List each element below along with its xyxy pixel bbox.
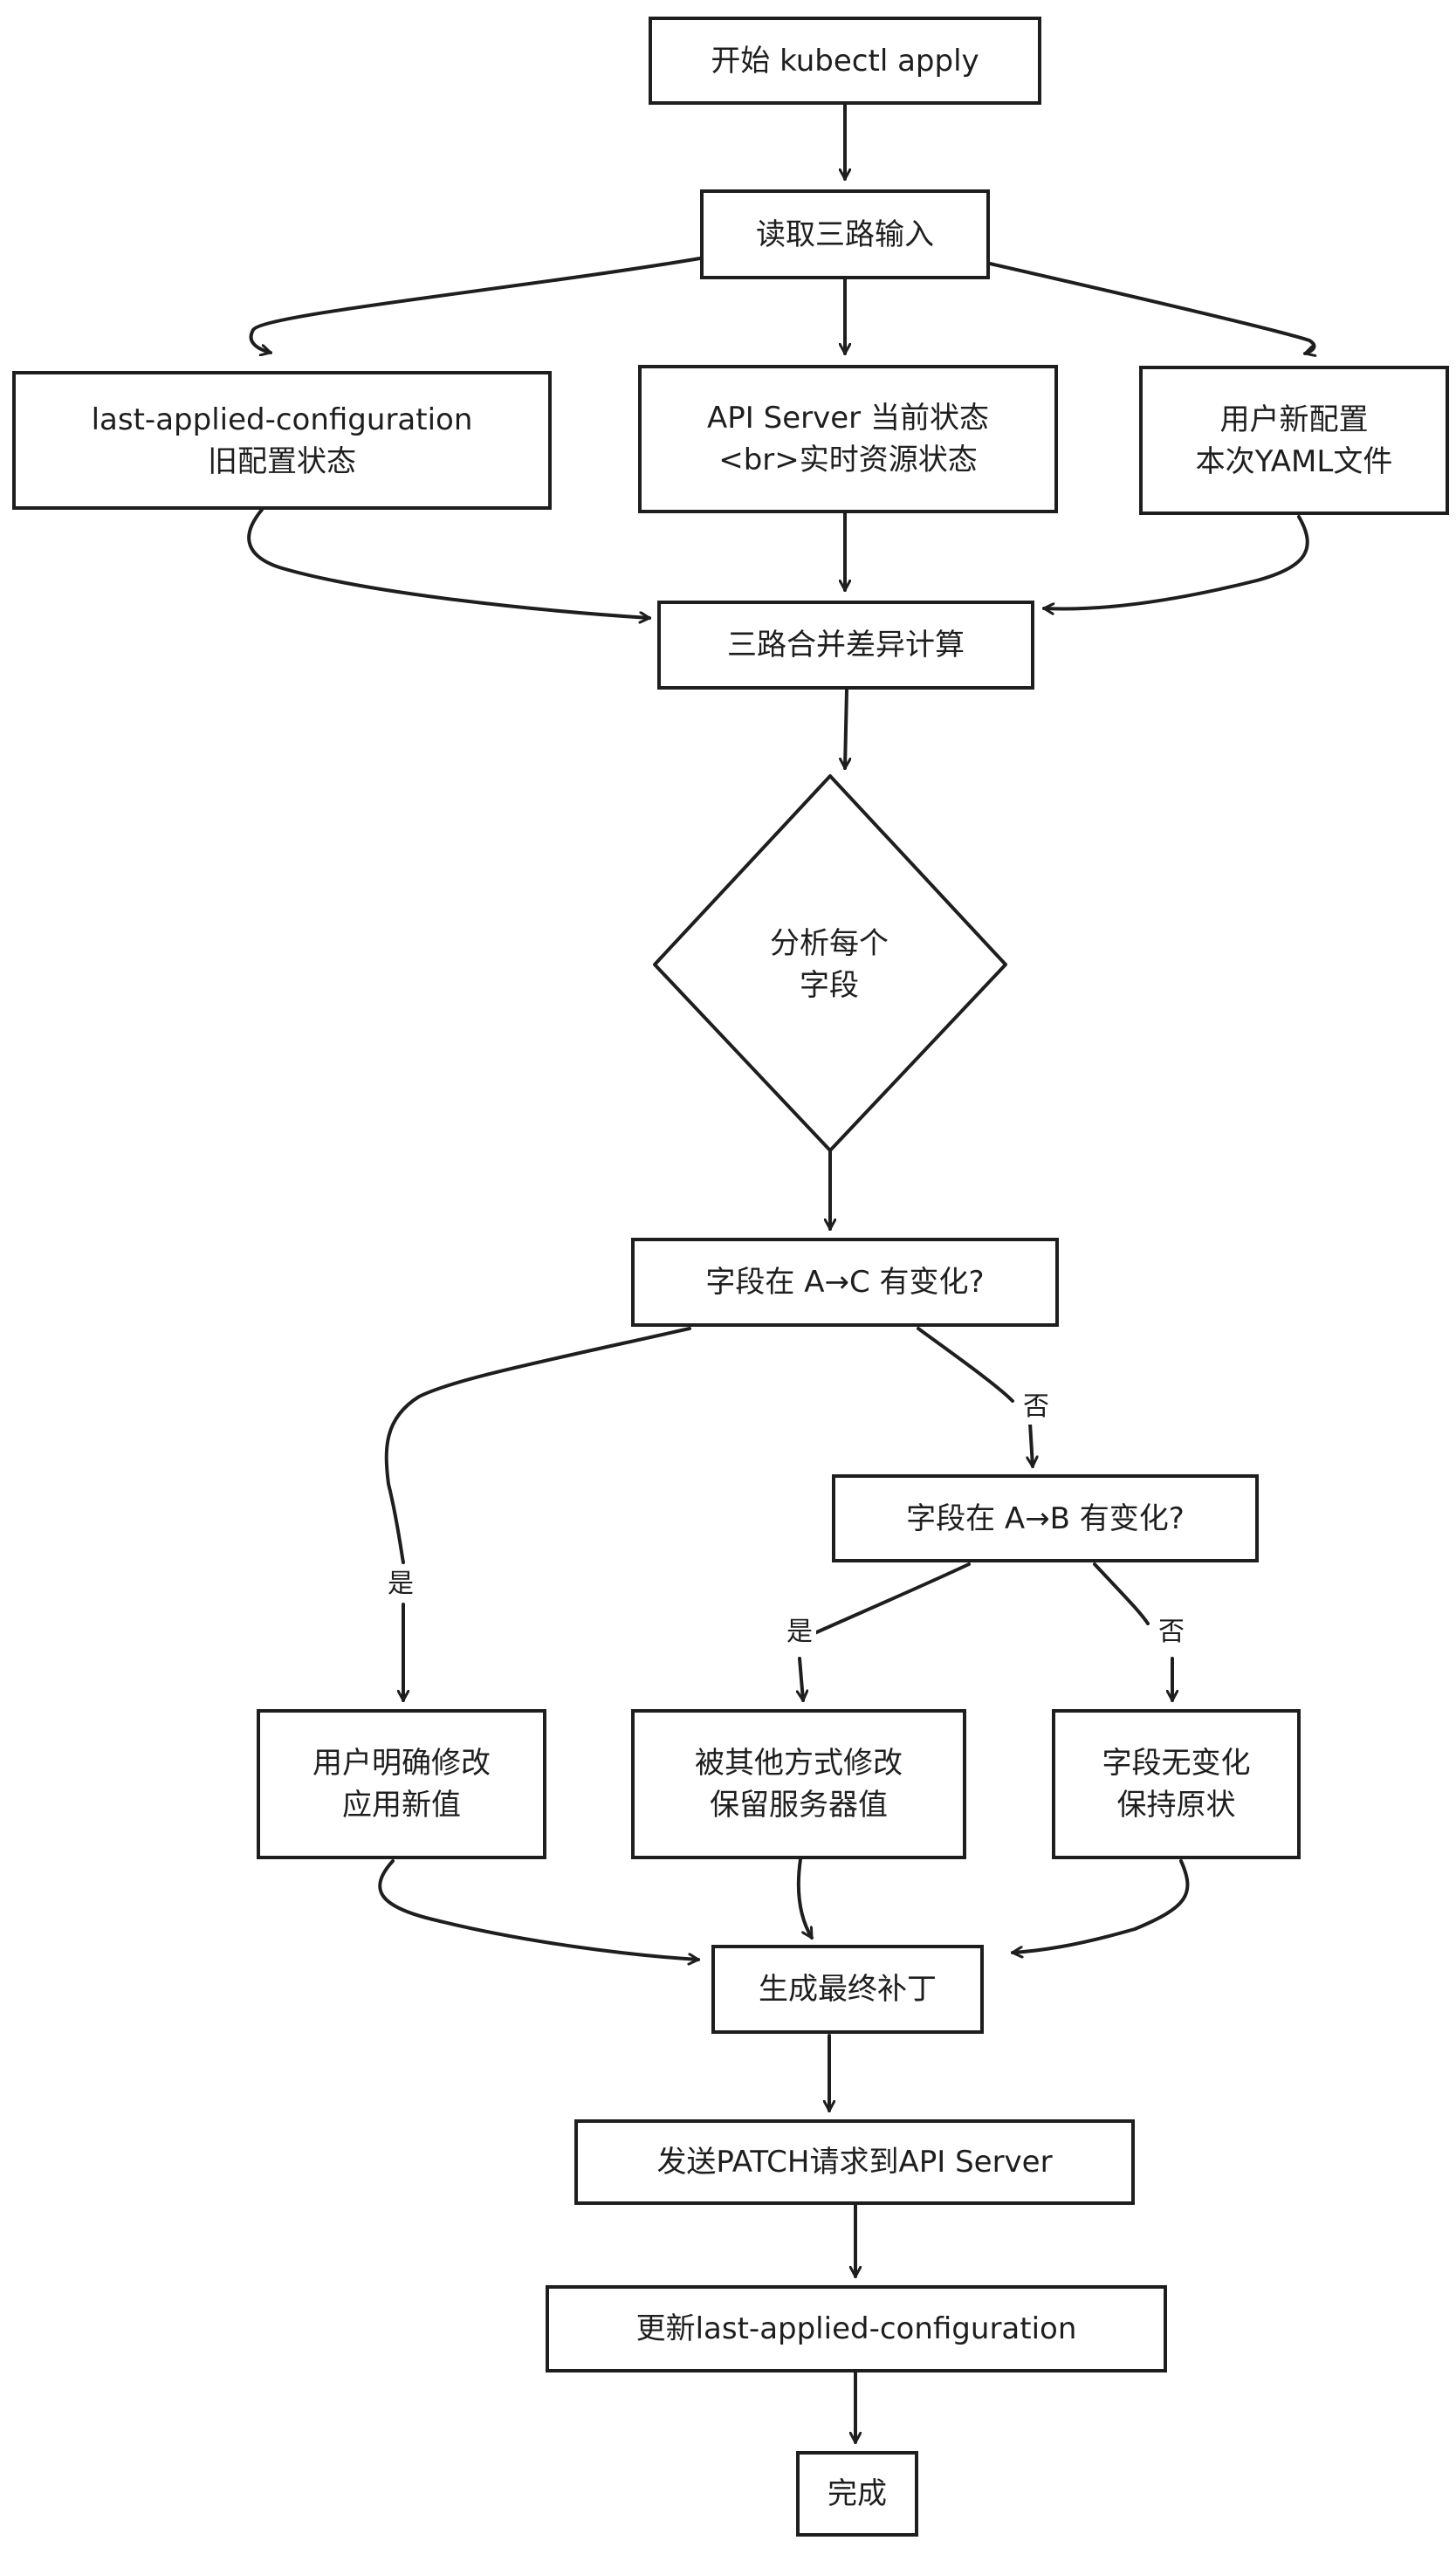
node-gen-patch[interactable]: 生成最终补丁 <box>711 1945 984 2034</box>
edge-unchanged-to-patch <box>1013 1859 1190 1953</box>
edge-keep-server-to-patch <box>796 1857 814 1938</box>
node-check-ac[interactable]: 字段在 A→C 有变化? <box>631 1238 1059 1327</box>
node-api-server-state[interactable]: API Server 当前状态 <br>实时资源状态 <box>638 365 1058 513</box>
node-last-applied[interactable]: last-applied-configuration 旧配置状态 <box>12 371 552 510</box>
edge-read-to-user-config <box>988 262 1314 354</box>
node-read-inputs[interactable]: 读取三路输入 <box>700 189 990 279</box>
decision-diamond-analyze <box>653 774 1007 1152</box>
edge-apply-new-to-patch <box>378 1859 698 1960</box>
edge-merge-to-analyze <box>845 688 847 768</box>
node-start[interactable]: 开始 kubectl apply <box>649 17 1041 105</box>
node-merge[interactable]: 三路合并差异计算 <box>657 601 1034 690</box>
node-user-config[interactable]: 用户新配置 本次YAML文件 <box>1139 366 1449 515</box>
edge-read-to-last-applied <box>249 257 702 353</box>
node-send-patch[interactable]: 发送PATCH请求到API Server <box>574 2119 1135 2205</box>
node-analyze-label[interactable]: 分析每个 字段 <box>770 926 889 1003</box>
node-apply-new[interactable]: 用户明确修改 应用新值 <box>257 1709 546 1859</box>
edge-check-ac-no <box>917 1327 1033 1466</box>
edge-label-ac-yes: 是 <box>384 1567 417 1602</box>
node-check-ab[interactable]: 字段在 A→B 有变化? <box>832 1474 1259 1562</box>
edge-user-config-to-merge <box>1044 515 1309 609</box>
edge-label-ac-no: 否 <box>1020 1390 1053 1425</box>
edge-check-ab-no <box>1093 1562 1172 1700</box>
node-done[interactable]: 完成 <box>796 2451 918 2537</box>
edge-check-ac-yes <box>384 1327 691 1700</box>
node-update-last[interactable]: 更新last-applied-configuration <box>546 2285 1167 2372</box>
node-unchanged[interactable]: 字段无变化 保持原状 <box>1052 1709 1301 1859</box>
edge-label-ab-no: 否 <box>1155 1615 1188 1650</box>
node-keep-server[interactable]: 被其他方式修改 保留服务器值 <box>631 1709 966 1859</box>
edge-last-applied-to-merge <box>247 508 649 618</box>
edge-label-ab-yes: 是 <box>783 1615 816 1650</box>
edge-check-ab-yes <box>800 1562 971 1700</box>
